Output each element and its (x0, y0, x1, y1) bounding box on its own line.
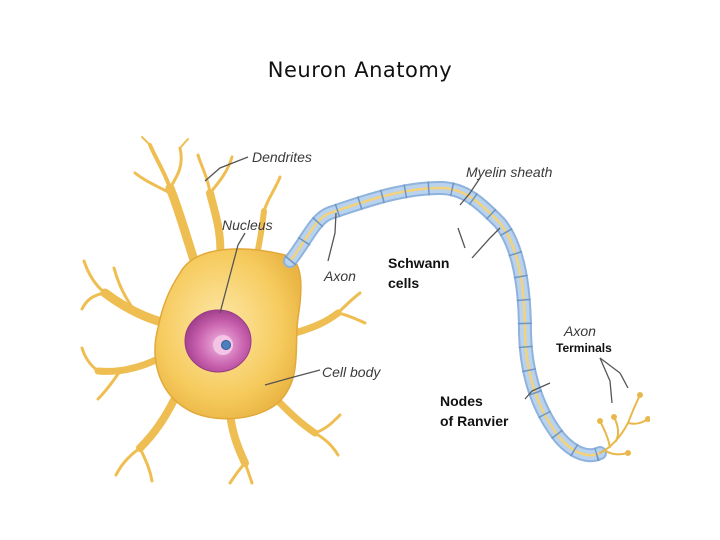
label-axon-terminals-line1: Axon (563, 323, 596, 339)
label-nodes-line2: of Ranvier (440, 413, 509, 429)
axon (283, 180, 607, 463)
label-axon-terminals-line2: Terminals (556, 341, 612, 355)
label-axon: Axon (323, 268, 356, 284)
label-schwann-line1: Schwann (388, 255, 449, 271)
leader-lines (204, 156, 629, 404)
axon-terminals (597, 392, 650, 456)
label-cell-body: Cell body (322, 364, 381, 380)
neuron-diagram: Dendrites Nucleus Axon Myelin sheath Sch… (80, 133, 650, 485)
label-myelin-sheath: Myelin sheath (466, 164, 553, 180)
label-schwann-line2: cells (388, 275, 419, 291)
label-dendrites: Dendrites (252, 149, 312, 165)
nucleolus (221, 340, 231, 350)
label-nodes-line1: Nodes (440, 393, 483, 409)
page-title: Neuron Anatomy (267, 58, 453, 82)
label-nucleus: Nucleus (222, 217, 273, 233)
